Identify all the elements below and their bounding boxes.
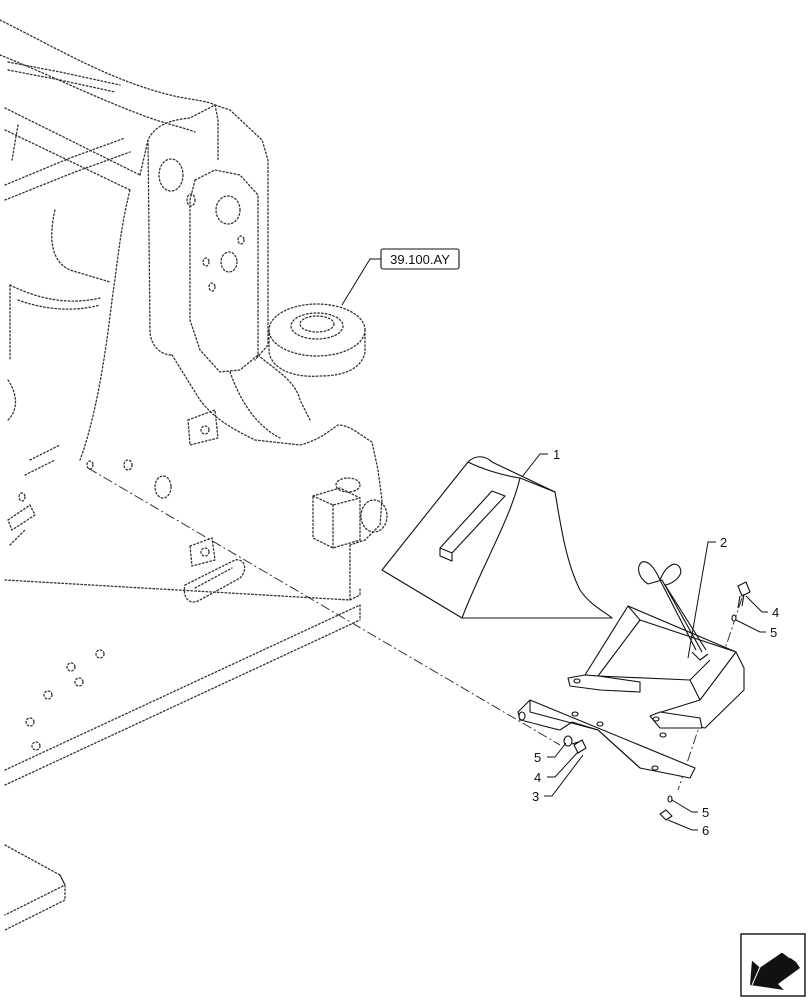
previous-page-arrow-icon[interactable] xyxy=(740,933,806,997)
bottom-right-nut xyxy=(659,809,673,821)
top-right-bolt xyxy=(737,581,751,609)
callout-4-right[interactable]: 4 xyxy=(772,605,779,620)
callout-leaders xyxy=(521,453,768,831)
top-right-washer xyxy=(731,614,737,622)
reference-label-text: 39.100.AY xyxy=(390,252,450,267)
reference-label-box[interactable]: 39.100.AY xyxy=(341,248,460,306)
callout-5-bottom[interactable]: 5 xyxy=(702,805,709,820)
callout-1[interactable]: 1 xyxy=(553,447,560,462)
callout-6[interactable]: 6 xyxy=(702,823,709,838)
bottom-right-washer xyxy=(667,795,673,803)
mounting-bracket-part xyxy=(517,699,696,779)
machine-frame-outline xyxy=(0,19,388,931)
callout-3[interactable]: 3 xyxy=(532,789,539,804)
chock-holder-part xyxy=(567,561,745,729)
left-fastener-set xyxy=(563,735,587,754)
callout-5-right[interactable]: 5 xyxy=(770,625,777,640)
fastener-axis-line xyxy=(677,597,743,791)
callout-2[interactable]: 2 xyxy=(720,535,727,550)
callout-4-left[interactable]: 4 xyxy=(534,770,541,785)
callout-5-left[interactable]: 5 xyxy=(534,750,541,765)
mounting-axis-line xyxy=(87,467,561,746)
wheel-chock-part xyxy=(381,456,613,619)
